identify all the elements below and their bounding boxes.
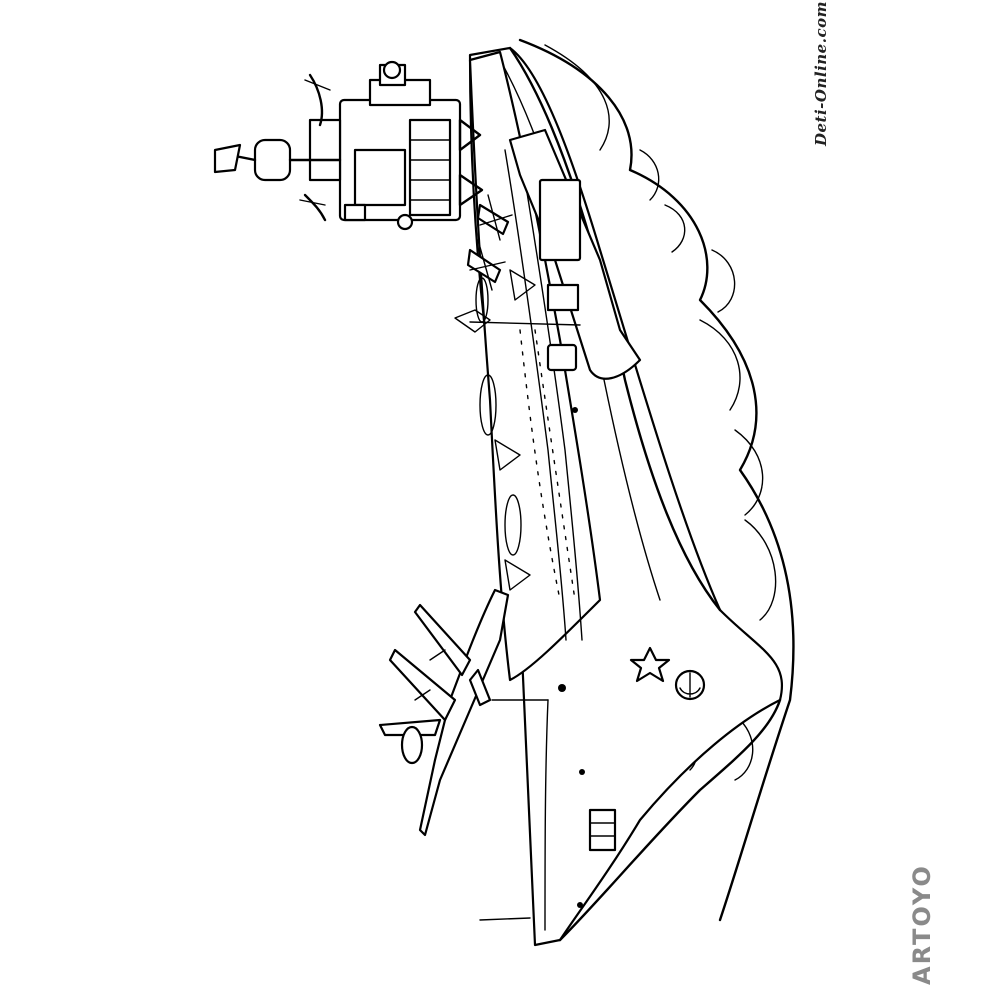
flight-deck <box>468 50 602 682</box>
hull-emblems <box>558 407 706 908</box>
side-sponson <box>508 128 642 380</box>
deck-pole <box>454 309 581 333</box>
fighter-jet <box>378 588 510 837</box>
deck-dotted-line <box>519 329 576 601</box>
deck-jet-small <box>466 194 513 291</box>
brand-watermark: ARTOYO <box>908 864 936 985</box>
sea-waves <box>518 38 795 922</box>
island-superstructure <box>213 60 484 231</box>
site-watermark: Deti-Online.com <box>812 1 830 146</box>
star-emblem-icon <box>629 646 671 683</box>
